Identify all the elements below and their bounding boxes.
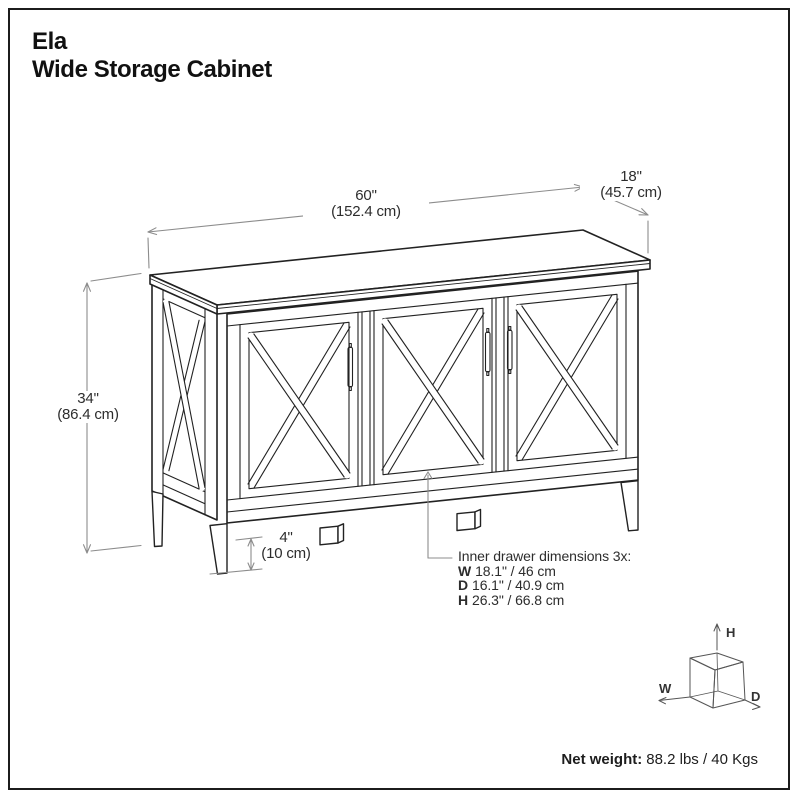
width-metric: (152.4 cm) bbox=[331, 203, 401, 220]
axis-cube-icon bbox=[658, 623, 761, 710]
net-weight: Net weight:88.2 lbs / 40 Kgs bbox=[561, 751, 758, 768]
drawer-note-heading: Inner drawer dimensions 3x: bbox=[458, 548, 632, 564]
product-title: Ela Wide Storage Cabinet bbox=[32, 28, 272, 84]
door-handle-left bbox=[347, 342, 354, 392]
depth-metric: (45.7 cm) bbox=[600, 184, 662, 201]
leg-dimension-label: 4" (10 cm) bbox=[252, 530, 320, 562]
width-inches: 60" bbox=[355, 187, 377, 204]
cabinet-door-left bbox=[247, 321, 354, 490]
cabinet-left-side-panel bbox=[151, 281, 218, 548]
title-line-1: Ela bbox=[32, 28, 67, 55]
height-dimension-label: 34" (86.4 cm) bbox=[34, 391, 142, 423]
cube-axis-label-d: D bbox=[751, 689, 761, 704]
door-handle-right bbox=[506, 325, 513, 375]
title-line-2: Wide Storage Cabinet bbox=[32, 56, 272, 83]
cube-axis-label-w: W bbox=[659, 681, 672, 696]
net-weight-label: Net weight: bbox=[561, 751, 643, 768]
cabinet-door-right bbox=[506, 293, 619, 462]
leg-metric: (10 cm) bbox=[261, 545, 311, 562]
leg-inches: 4" bbox=[279, 529, 293, 546]
door-handle-middle bbox=[484, 327, 491, 377]
height-inches: 34" bbox=[77, 390, 99, 407]
leg-dimension-line bbox=[209, 536, 263, 575]
depth-dimension-label: 18" (45.7 cm) bbox=[580, 169, 682, 201]
cabinet-tabletop bbox=[149, 229, 651, 315]
page-border bbox=[8, 8, 790, 790]
cube-axis-label-h: H bbox=[726, 625, 736, 640]
height-metric: (86.4 cm) bbox=[57, 406, 119, 423]
cabinet-legs bbox=[209, 480, 639, 575]
width-dimension-label: 60" (152.4 cm) bbox=[303, 188, 429, 220]
drawer-leader-line bbox=[423, 471, 453, 559]
cabinet-illustration bbox=[149, 229, 651, 575]
net-weight-value: 88.2 lbs / 40 Kgs bbox=[646, 751, 758, 768]
depth-inches: 18" bbox=[620, 168, 642, 185]
cabinet-door-middle bbox=[381, 307, 491, 476]
